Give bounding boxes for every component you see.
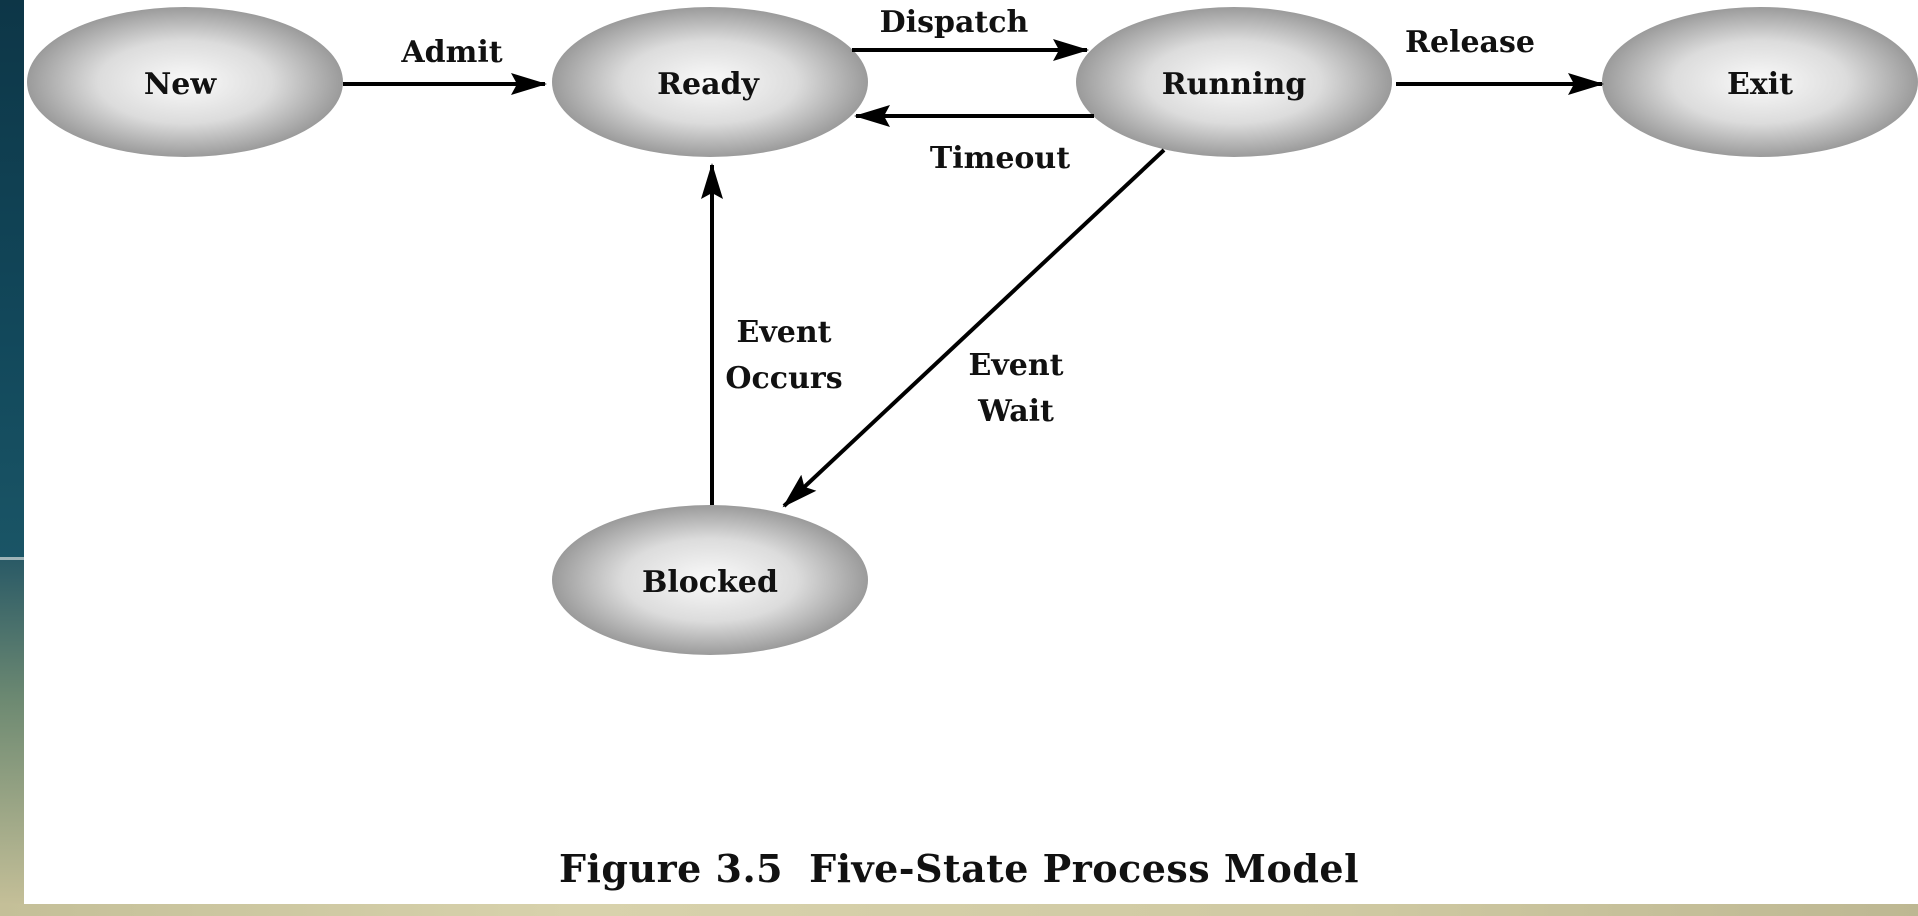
state-blocked: Blocked — [552, 505, 868, 655]
state-new-label: New — [144, 67, 218, 102]
figure-title: Five-State Process Model — [809, 846, 1360, 891]
state-ready: Ready — [552, 7, 868, 157]
figure-number: Figure 3.5 — [558, 846, 784, 891]
state-exit-label: Exit — [1727, 67, 1793, 102]
label-event-wait-line2: Wait — [977, 394, 1054, 429]
state-blocked-label: Blocked — [642, 565, 778, 600]
bottom-border-strip — [0, 904, 1918, 916]
label-event-occurs-line1: Event — [736, 315, 831, 350]
state-ready-label: Ready — [657, 67, 760, 102]
figure-caption: Figure 3.5 Five-State Process Model — [0, 846, 1918, 891]
state-running-label: Running — [1162, 67, 1307, 102]
state-exit: Exit — [1602, 7, 1918, 157]
left-strip-dark — [0, 0, 24, 560]
label-release: Release — [1405, 25, 1535, 60]
label-event-occurs: Event Occurs — [725, 315, 842, 396]
left-strip-divider — [0, 557, 24, 560]
left-strip-light — [0, 560, 24, 916]
label-admit: Admit — [400, 35, 502, 70]
label-event-occurs-line2: Occurs — [725, 361, 842, 396]
label-dispatch: Dispatch — [880, 5, 1029, 40]
arrow-event-wait — [782, 148, 1166, 508]
label-event-wait-line1: Event — [968, 348, 1063, 383]
label-event-wait: Event Wait — [968, 348, 1063, 429]
state-new: New — [27, 7, 343, 157]
label-timeout: Timeout — [930, 141, 1070, 176]
left-border-strip — [0, 0, 24, 916]
state-running: Running — [1076, 7, 1392, 157]
